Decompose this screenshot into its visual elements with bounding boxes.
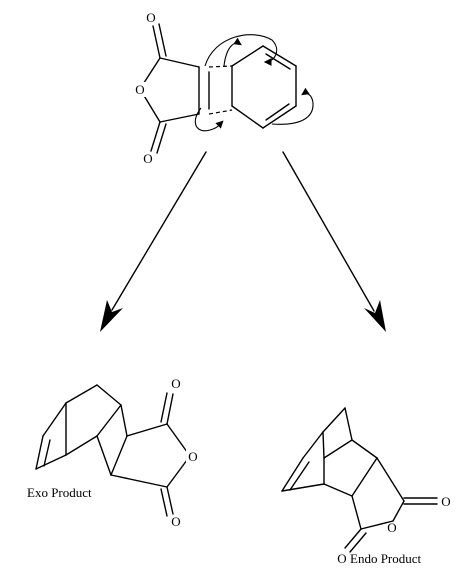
curly-arrows [194, 34, 314, 132]
carbonyl-oxygen-label: O [171, 514, 180, 529]
ring-oxygen-label: O [188, 449, 197, 464]
exo-product: O O O [35, 376, 199, 529]
carbonyl-oxygen-label: O [143, 151, 152, 166]
ring-oxygen-label: O [135, 82, 144, 97]
carbonyl-oxygen-label: O [146, 10, 155, 25]
exo-reaction-arrow [100, 151, 207, 332]
carbonyl-oxygen-label: O [337, 551, 346, 566]
carbonyl-oxygen-label: O [171, 376, 180, 391]
ring-oxygen-label: O [387, 520, 396, 535]
maleic-anhydride: O O O [134, 10, 210, 166]
forming-bond [208, 65, 233, 68]
forming-bond [208, 109, 233, 115]
cyclohexadiene [231, 45, 297, 129]
endo-product: O O O [281, 407, 451, 566]
endo-reaction-arrow [282, 151, 386, 332]
exo-product-label: Exo Product [27, 485, 92, 500]
endo-product-label: Endo Product [350, 551, 422, 566]
carbonyl-oxygen-label: O [441, 494, 450, 509]
